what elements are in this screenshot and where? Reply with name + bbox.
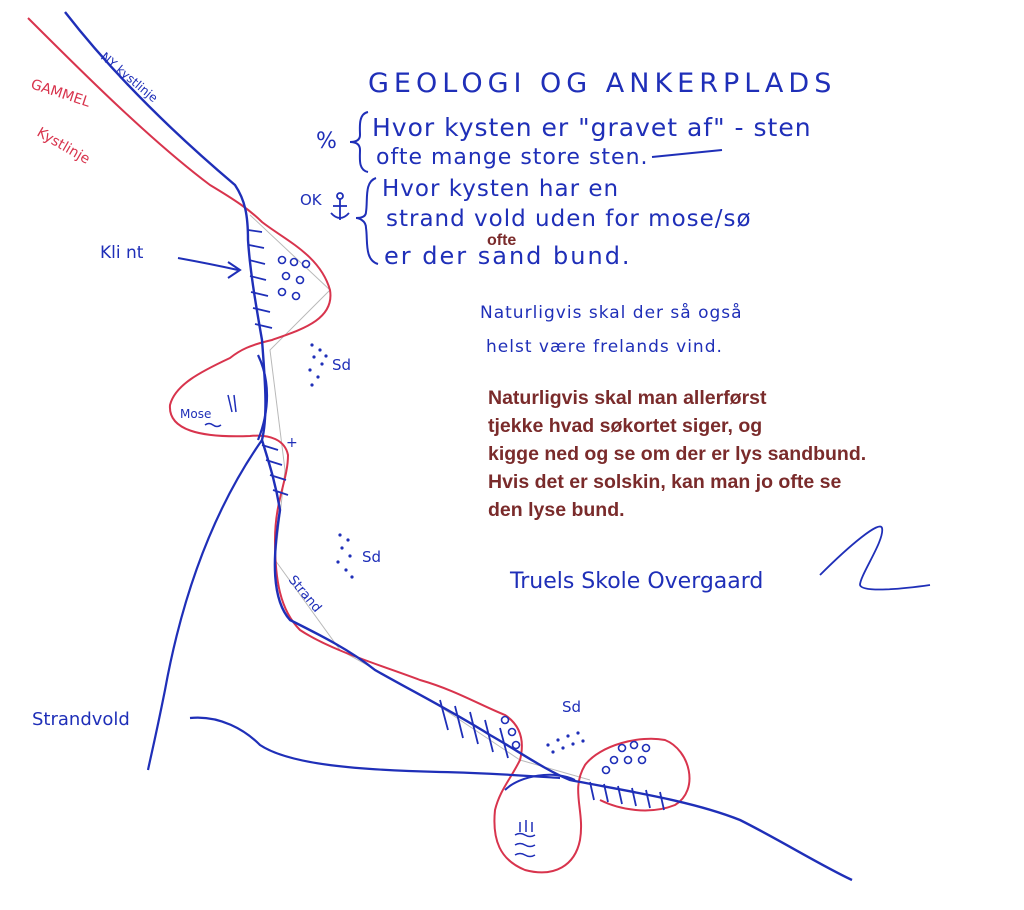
klint-arrow [177,257,239,271]
ok-line-1: Hvor kysten har en [382,176,619,202]
bad-line-2: ofte mange store sten. [376,145,649,170]
signature: Truels Skole Overgaard [509,569,763,594]
sand-dots-3 [546,731,585,754]
new-coastline-blue [64,11,853,882]
reed-marks [204,394,536,858]
lower-cliff-hatching [439,699,665,811]
title-text: GEOLOGI OG ANKERPLADS [368,68,836,99]
klint-arrow-head [227,261,242,279]
bad-mark: % [316,129,337,154]
label-marsh: Mose [180,407,211,421]
label-sand-2: Sd [362,548,381,566]
stones-cluster-upper [277,255,311,301]
label-beach-ridge: Strandvold [32,709,130,730]
stones-cluster-lower-right [601,740,651,775]
brace-ok [355,177,379,265]
wind-note-line-1: Naturligvis skal der så også [480,302,743,323]
label-old-coastline-2: Kystlinje [34,125,93,168]
label-old-coastline-1: GAMMEL [29,77,92,111]
typed-note-line-3: kigge ned og se om der er lys sandbund. [488,443,867,465]
stones-cluster-lower-left [500,715,521,750]
label-cliff: Kli nt [100,243,144,263]
marsh-boundary [256,354,269,441]
sand-dots-1 [308,343,328,387]
label-sand-1: Sd [332,356,351,374]
wind-note-line-2: helst være frelands vind. [486,337,723,357]
ok-line-3: er der sand bund. [384,242,632,270]
label-beach: Strand [285,573,324,616]
brace-bad [349,111,369,173]
inserted-word-ofte: ofte [487,232,517,249]
lower-lagoon-curve [504,773,576,791]
signature-flourish [819,525,931,591]
typed-note: Naturligvis skal man allerførst tjekke h… [488,384,866,524]
anchor-icon [330,192,350,220]
typed-note-line-5: den lyse bund. [488,499,625,521]
bad-line-1: Hvor kysten er "gravet af" - sten [372,113,812,142]
cliff-hatching [247,229,289,496]
old-coastline-red [27,17,691,874]
strikethrough [651,149,723,158]
beach-ridge-line [189,716,561,780]
plus-mark: + [286,435,298,451]
label-sand-3: Sd [562,698,581,716]
typed-note-line-2: tjekke hvad søkortet siger, og [488,415,763,437]
typed-note-line-1: Naturligvis skal man allerførst [488,387,767,409]
ok-mark: OK [300,191,323,209]
typed-note-line-4: Hvis det er solskin, kan man jo ofte se [488,471,842,493]
ok-line-2: strand vold uden for mose/sø [386,206,752,232]
sand-dots-2 [336,533,354,579]
beach-ridge-curve [146,439,263,771]
